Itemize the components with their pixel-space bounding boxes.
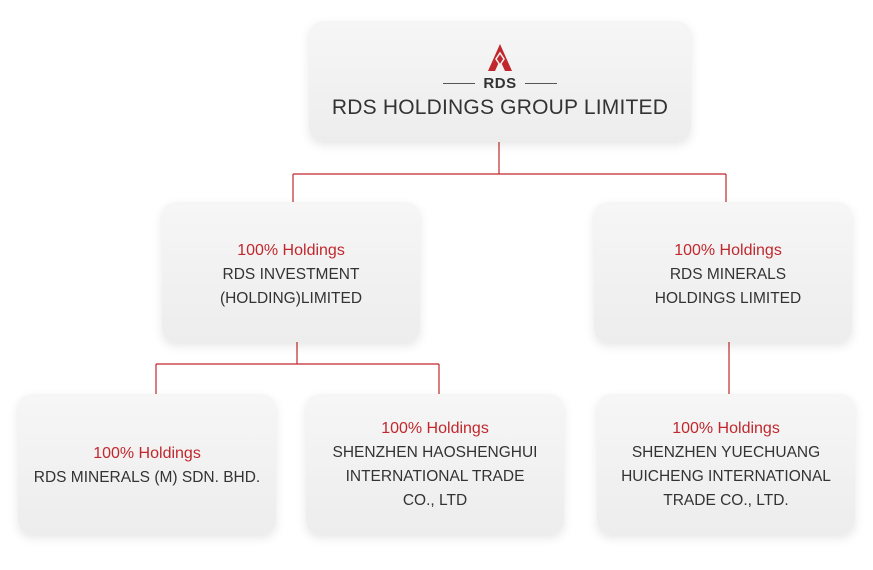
brand-line-right xyxy=(524,82,557,84)
root-company-box: RDS RDS HOLDINGS GROUP LIMITED xyxy=(309,21,691,141)
connector-investment-to-children xyxy=(155,342,440,394)
company-box-rds-minerals-m: 100% Holdings RDS MINERALS (M) SDN. BHD. xyxy=(18,394,276,534)
connector-root-to-level1 xyxy=(292,142,727,202)
company-name: RDS INVESTMENT (HOLDING)LIMITED xyxy=(219,266,363,307)
holding-percentage: 100% Holdings xyxy=(237,242,345,259)
holding-percentage: 100% Holdings xyxy=(93,445,201,462)
company-box-shenzhen-haoshenghui: 100% Holdings SHENZHEN HAOSHENGHUI INTER… xyxy=(306,394,564,534)
company-box-rds-minerals-holdings: 100% Holdings RDS MINERALS HOLDINGS LIMI… xyxy=(594,202,852,342)
rds-logo-icon xyxy=(488,43,512,71)
holding-percentage: 100% Holdings xyxy=(381,420,489,437)
brand-line-left xyxy=(443,82,476,84)
company-name: SHENZHEN HAOSHENGHUI INTERNATIONAL TRADE… xyxy=(332,444,538,509)
company-name: RDS MINERALS HOLDINGS LIMITED xyxy=(654,266,802,307)
company-box-rds-investment: 100% Holdings RDS INVESTMENT (HOLDING)LI… xyxy=(162,202,420,342)
company-name: RDS MINERALS (M) SDN. BHD. xyxy=(33,469,261,486)
brand-row: RDS xyxy=(443,74,557,92)
root-company-title: RDS HOLDINGS GROUP LIMITED xyxy=(331,95,669,119)
company-name: SHENZHEN YUECHUANG HUICHENG INTERNATIONA… xyxy=(621,444,831,509)
company-box-shenzhen-yuechuang: 100% Holdings SHENZHEN YUECHUANG HUICHEN… xyxy=(597,394,855,534)
holding-percentage: 100% Holdings xyxy=(674,242,782,259)
holding-percentage: 100% Holdings xyxy=(672,420,780,437)
brand-logo-text: RDS xyxy=(483,74,517,92)
